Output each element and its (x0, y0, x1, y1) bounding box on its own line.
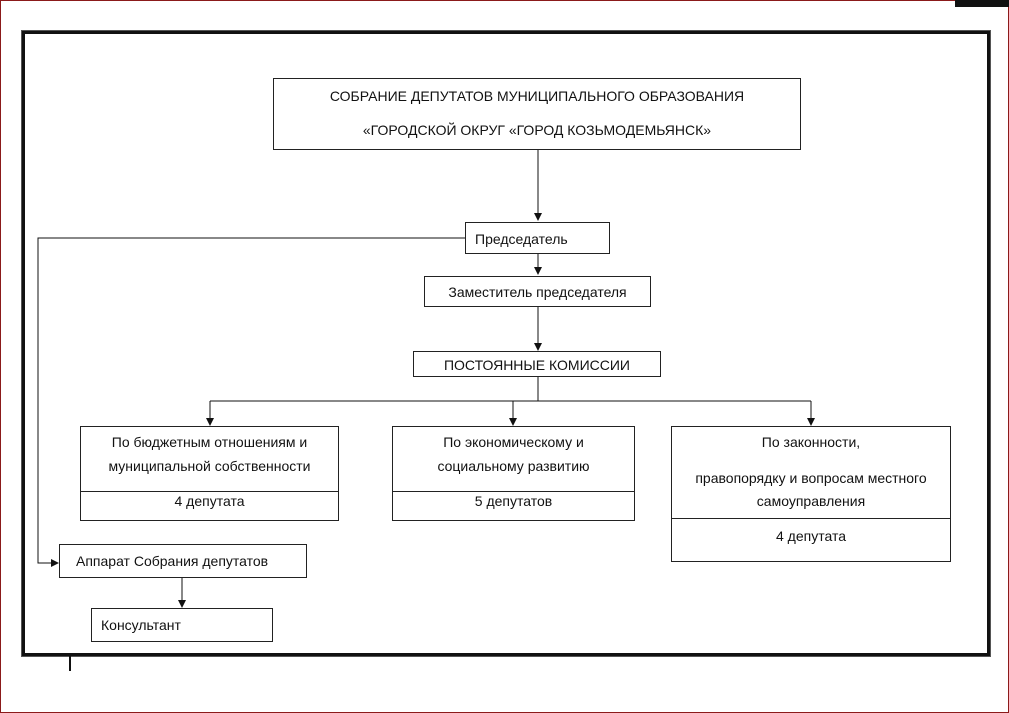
commission-legality-title-line1: По законности, (761, 434, 861, 450)
corner-mark (955, 0, 1009, 7)
deputy-chairman-label: Заместитель председателя (448, 284, 627, 300)
consultant-box: Консультант (91, 608, 273, 642)
deputy-chairman-box: Заместитель председателя (424, 276, 651, 307)
apparatus-box: Аппарат Собрания депутатов (59, 544, 307, 578)
commission-budget-box: По бюджетным отношениям и муниципальной … (80, 426, 339, 521)
commission-legality-box: По законности, правопорядку и вопросам м… (671, 426, 951, 562)
apparatus-label: Аппарат Собрания депутатов (76, 553, 269, 569)
commission-economic-title-line1: По экономическому и (443, 434, 584, 450)
commission-legality-members: 4 депутата (776, 528, 846, 544)
commission-legality-divider (672, 518, 950, 519)
commission-legality-title-line3: самоуправления (756, 493, 866, 509)
commission-budget-title-line1: По бюджетным отношениям и (111, 434, 308, 450)
commission-economic-members: 5 депутатов (474, 493, 553, 509)
commission-budget-title-line2: муниципальной собственности (108, 458, 311, 474)
commission-legality-title-line2: правопорядку и вопросам местного (695, 470, 927, 486)
arrow-chairman-to-apparatus (37, 237, 465, 567)
chairman-label: Председатель (475, 231, 568, 247)
text-cursor-mark (69, 656, 71, 671)
commission-economic-box: По экономическому и социальному развитию… (392, 426, 635, 521)
consultant-label: Консультант (101, 617, 181, 633)
assembly-box: СОБРАНИЕ ДЕПУТАТОВ МУНИЦИПАЛЬНОГО ОБРАЗО… (273, 78, 801, 150)
commission-economic-title-line2: социальному развитию (437, 458, 590, 474)
diagram-frame (22, 31, 990, 656)
commission-economic-divider (393, 491, 634, 492)
standing-commissions-label: ПОСТОЯННЫЕ КОМИССИИ (443, 357, 630, 373)
commission-budget-members: 4 депутата (174, 493, 245, 509)
assembly-title-line1: СОБРАНИЕ ДЕПУТАТОВ МУНИЦИПАЛЬНОГО ОБРАЗО… (329, 88, 745, 104)
standing-commissions-box: ПОСТОЯННЫЕ КОМИССИИ (413, 351, 661, 377)
assembly-title-line2: «ГОРОДСКОЙ ОКРУГ «ГОРОД КОЗЬМОДЕМЬЯНСК» (362, 122, 712, 138)
commission-budget-divider (81, 491, 338, 492)
chairman-box: Председатель (465, 222, 610, 254)
